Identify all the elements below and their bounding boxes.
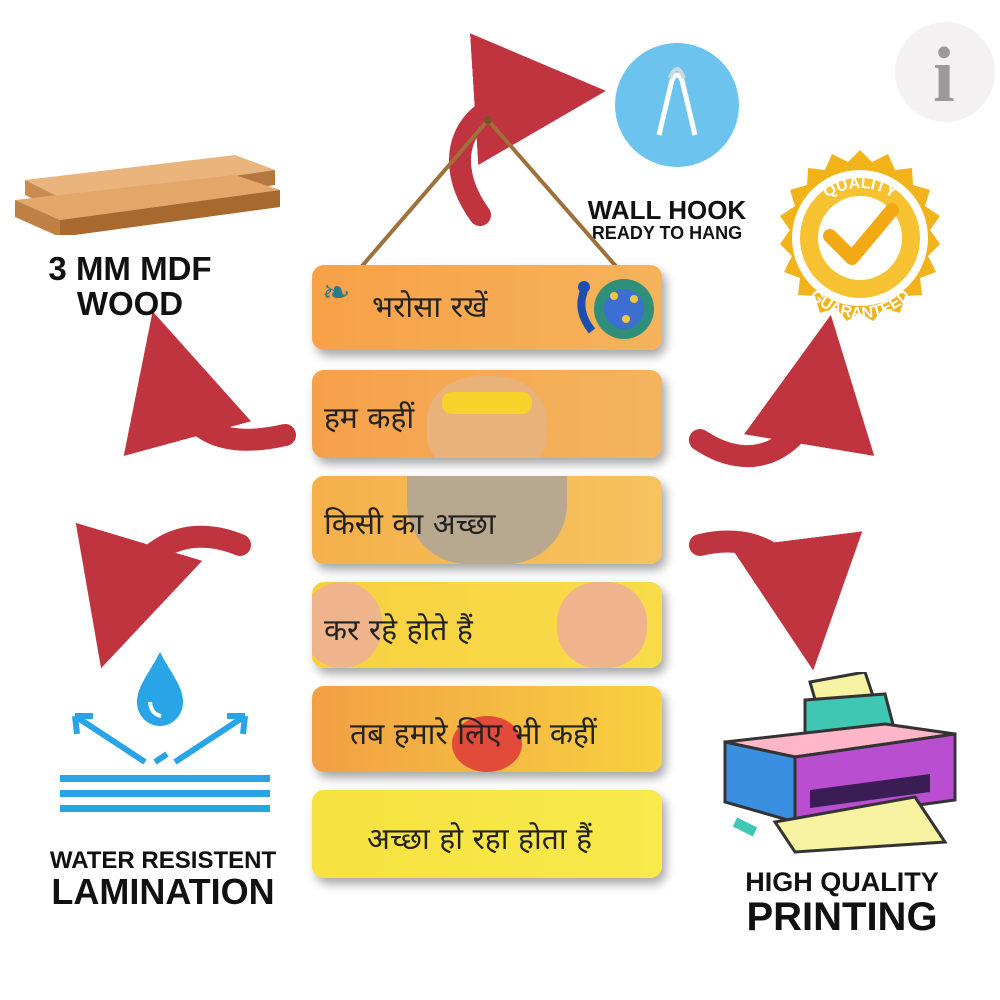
printing-label: HIGH QUALITY PRINTING bbox=[722, 867, 962, 940]
hook-label-line2: READY TO HANG bbox=[591, 223, 743, 244]
lamination-label-line2: LAMINATION bbox=[51, 871, 275, 913]
brand-logo: i bbox=[895, 22, 995, 122]
plank-6: अच्छा हो रहा होता हैं bbox=[312, 790, 662, 878]
quality-seal-icon: QUALITY GUARANTEED bbox=[780, 150, 940, 322]
plank-1-text: भरोसा रखें bbox=[372, 290, 488, 325]
lamination-label: WATER RESISTENT LAMINATION bbox=[28, 848, 298, 911]
plank-6-text: अच्छा हो रहा होता हैं bbox=[367, 822, 593, 857]
portrait-mala bbox=[452, 716, 522, 772]
lamination-label-line1: WATER RESISTENT bbox=[49, 847, 277, 874]
arrow-to-wood-icon bbox=[123, 311, 296, 457]
wood-label-line1: 3 MM MDF bbox=[48, 250, 212, 287]
arrow-to-quality-icon bbox=[689, 314, 875, 468]
portrait-face bbox=[427, 376, 547, 458]
wall-hook-icon bbox=[615, 43, 739, 167]
hook-label-line1: WALL HOOK bbox=[587, 195, 747, 225]
hook-label: WALL HOOK READY TO HANG bbox=[572, 195, 762, 244]
wood-label: 3 MM MDF WOOD bbox=[15, 250, 245, 322]
arrow-to-lamination-icon bbox=[75, 522, 251, 669]
arrow-to-hook-icon bbox=[449, 33, 606, 226]
printer-icon bbox=[723, 672, 957, 854]
plank-5-text: तब हमारे लिए भी कहीं bbox=[350, 717, 597, 752]
portrait-beard bbox=[407, 476, 567, 564]
plank-4-text: कर रहे होते हैं bbox=[324, 613, 473, 648]
brand-logo-letter: i bbox=[933, 31, 955, 118]
hanging-rope bbox=[348, 116, 630, 282]
plank-3-text: किसी का अच्छा bbox=[324, 507, 496, 542]
peacock-icon bbox=[577, 279, 654, 339]
wood-label-line2: WOOD bbox=[76, 284, 184, 322]
plank-5: तब हमारे लिए भी कहीं bbox=[312, 686, 662, 772]
printing-label-line1: HIGH QUALITY bbox=[745, 867, 939, 897]
plank-2: हम कहीं bbox=[312, 370, 662, 458]
water-lamination-icon bbox=[60, 652, 270, 812]
feather-icon: ❧ bbox=[322, 274, 351, 312]
plank-4: कर रहे होते हैं bbox=[312, 582, 662, 668]
plank-1: ❧ भरोसा रखें bbox=[312, 265, 662, 350]
plank-3: किसी का अच्छा bbox=[312, 476, 662, 564]
portrait-hand-left bbox=[312, 582, 382, 668]
plank-2-text: हम कहीं bbox=[324, 401, 415, 436]
printing-label-line2: PRINTING bbox=[746, 895, 938, 940]
wood-planks-icon bbox=[15, 155, 280, 235]
arrow-to-printing-icon bbox=[689, 530, 863, 671]
portrait-hand-right bbox=[557, 582, 647, 668]
portrait-tilak bbox=[442, 392, 532, 414]
